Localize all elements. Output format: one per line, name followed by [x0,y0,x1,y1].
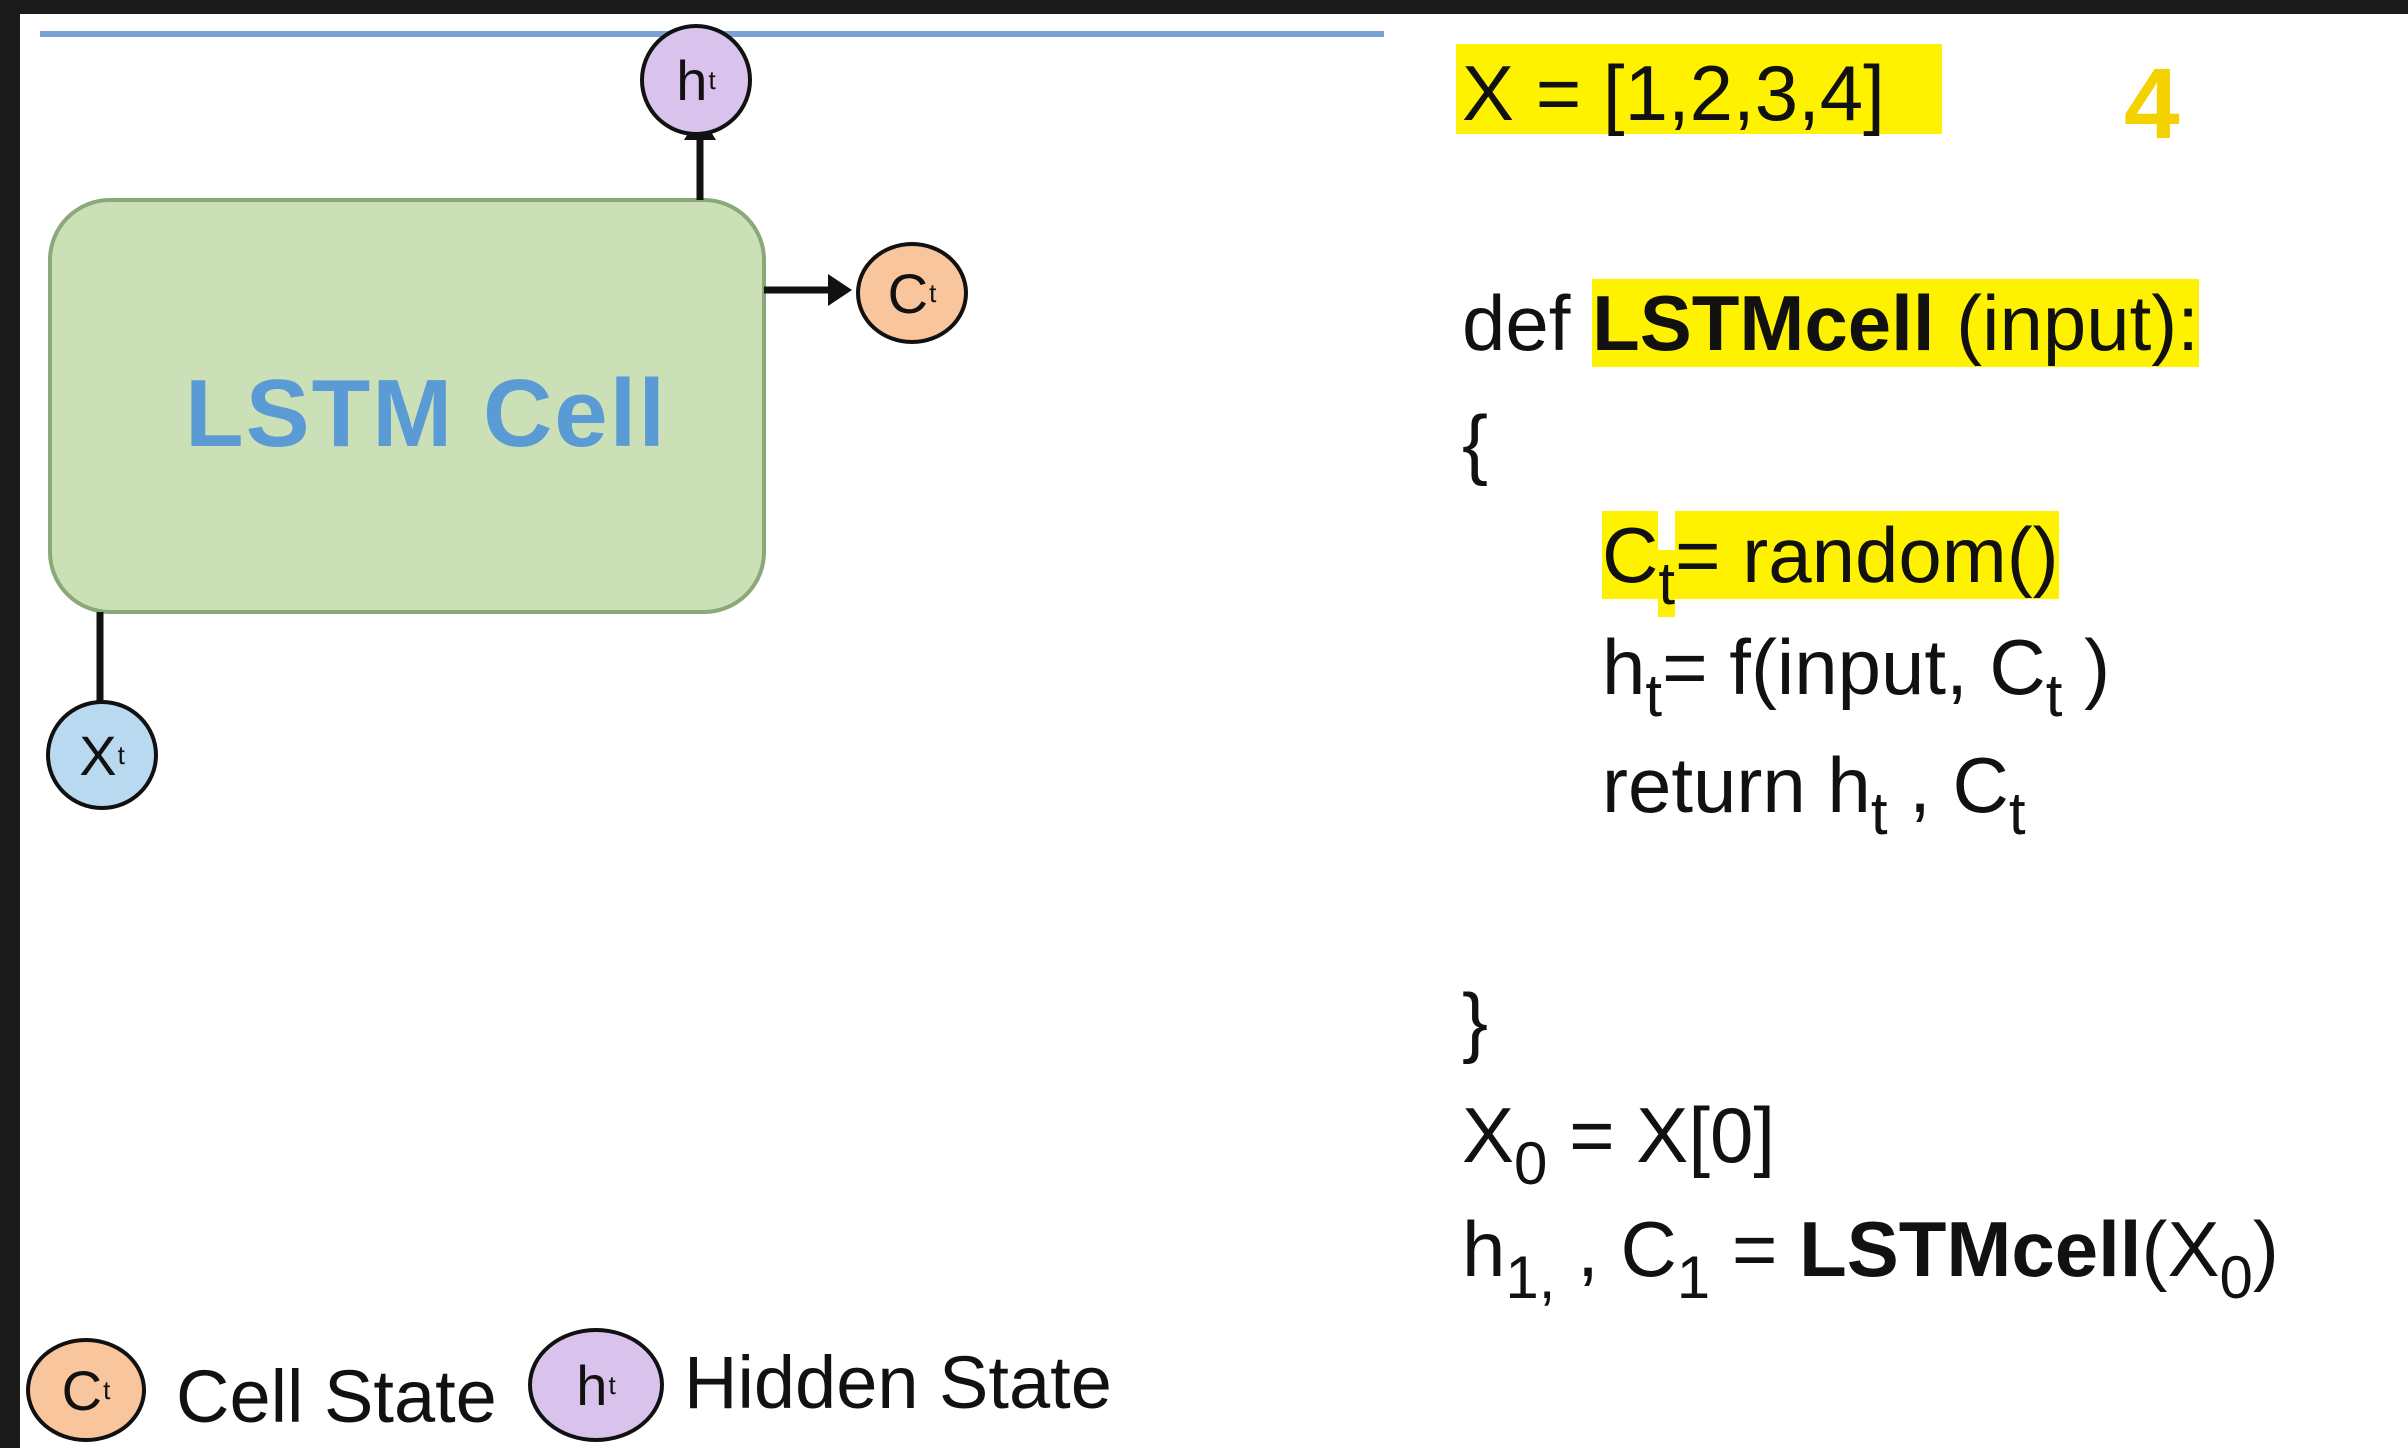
code-line-x0: X0 = X[0] [1462,1096,1775,1194]
legend-cell-state-symbol-sub: t [103,1374,111,1405]
h1-arg-sub: 0 [2219,1244,2253,1311]
legend-hidden-symbol-sub: t [608,1369,616,1400]
cell-state-symbol-base: C [887,261,929,325]
h1-sub2: 1 [1676,1244,1711,1311]
code-open-brace: { [1462,399,1489,487]
code-line-ht: ht= f(input, Ct ) [1602,628,2110,726]
h1-arg-close: ) [2252,1205,2279,1293]
ht-sub: t [1645,662,1663,729]
code-line-def: def LSTMcell (input): [1462,279,2199,367]
input-symbol-sub: t [117,739,125,770]
return-sub2: t [2008,780,2026,847]
code-close-brace: } [1462,977,1489,1065]
return-keyword: return h [1602,741,1871,829]
h1-eq: = [1710,1205,1800,1293]
ht-rhs-sub: t [2045,662,2063,729]
x0-var: X [1462,1091,1515,1179]
h1-var: h [1462,1205,1506,1293]
handwritten-note: 4 [2124,48,2180,160]
ht-var: h [1602,623,1646,711]
return-sub1: t [1870,780,1888,847]
ct-var: C [1602,511,1659,599]
legend-cell-state-symbol-base: C [61,1358,103,1422]
x0-sub: 0 [1514,1130,1548,1197]
ct-sub: t [1658,550,1676,617]
hidden-symbol-sub: t [708,64,716,95]
def-func-name: LSTMcell [1592,279,1935,367]
cell-state-symbol-sub: t [929,277,937,308]
h1-mid: , C [1555,1205,1677,1293]
lstm-cell-label: LSTM Cell [184,360,667,467]
code-line-h1: h1, , C1 = LSTMcell(X0) [1462,1210,2279,1308]
legend-hidden-symbol-base: h [576,1353,608,1417]
hidden-symbol-base: h [676,48,708,112]
return-mid: , C [1887,741,2009,829]
ct-rhs: = random() [1675,511,2059,599]
highlight-mark-x [1456,44,1942,134]
def-keyword: def [1462,279,1593,367]
cell-state-arrowhead [828,274,852,306]
h1-call: LSTMcell [1799,1205,2142,1293]
h1-sub: 1, [1505,1244,1556,1311]
input-symbol-base: X [79,723,117,787]
code-line-ct: Ct= random() [1602,511,2059,617]
legend-hidden-state-label: Hidden State [684,1341,1112,1424]
def-arg: (input): [1934,279,2199,367]
ht-rhs-end: ) [2062,623,2111,711]
lstm-cell-box [48,198,766,614]
ht-rhs: = f(input, C [1662,623,2046,711]
h1-arg-open: (X [2141,1205,2220,1293]
legend-cell-state-label: Cell State [176,1355,497,1438]
x0-rhs: = X[0] [1547,1091,1776,1179]
code-line-x-assign: X = [1,2,3,4] [1462,49,1885,137]
code-line-return: return ht , Ct [1602,746,2026,844]
